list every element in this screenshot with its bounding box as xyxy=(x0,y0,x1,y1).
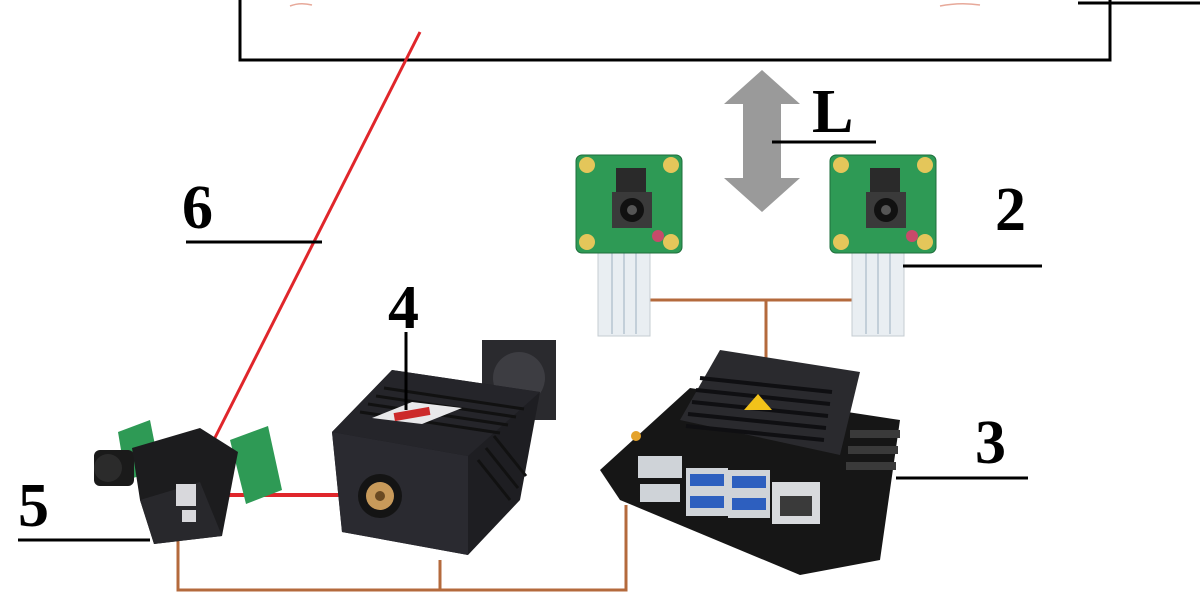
cable-network xyxy=(176,298,881,592)
label-jetson-board: 3 xyxy=(975,409,1006,477)
computer-board-icon xyxy=(600,350,900,575)
projection-frame xyxy=(238,0,1200,62)
label-galvo-scanner: 5 xyxy=(18,472,49,540)
laser-module-icon xyxy=(332,340,556,555)
laser-beam-line xyxy=(184,31,422,496)
galvo-scanner-icon xyxy=(94,420,282,544)
label-camera-pair: 2 xyxy=(995,176,1026,244)
camera-module-left xyxy=(575,154,683,337)
label-distance: L xyxy=(812,78,853,146)
camera-module-right xyxy=(829,154,937,337)
double-vertical-arrow-icon xyxy=(724,70,800,212)
label-laser-module: 4 xyxy=(388,274,419,342)
label-laser-beam: 6 xyxy=(182,174,213,242)
